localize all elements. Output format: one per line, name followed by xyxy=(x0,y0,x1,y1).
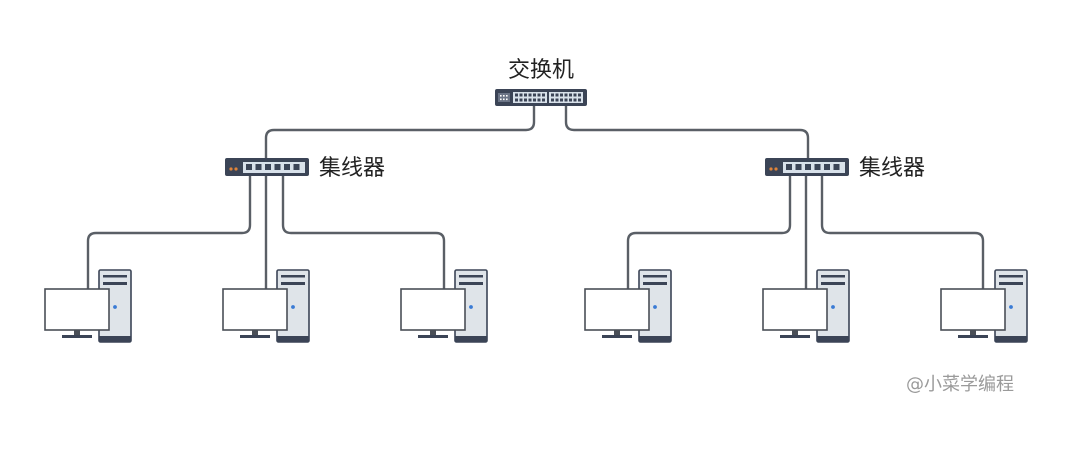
network-switch-icon xyxy=(495,89,587,106)
watermark: @小菜学编程 xyxy=(906,374,1014,395)
switch-label: 交换机 xyxy=(508,58,574,83)
cable-hub-right-to-pc-6 xyxy=(820,174,985,293)
cable-hub-left-to-pc-3 xyxy=(281,174,446,293)
hub-right: 集线器 xyxy=(765,156,925,181)
cable-switch-to-hub-right xyxy=(564,104,810,160)
hub-left: 集线器 xyxy=(225,156,385,181)
network-switch: 交换机 xyxy=(495,58,587,106)
hub-label: 集线器 xyxy=(319,156,385,181)
cable-switch-to-hub-left xyxy=(264,104,536,160)
cables xyxy=(86,104,985,293)
hub-label: 集线器 xyxy=(859,156,925,181)
computers xyxy=(44,269,1028,343)
cable-hub-right-to-pc-4 xyxy=(626,174,792,293)
hub-icon xyxy=(225,158,309,176)
hub-icon xyxy=(765,158,849,176)
cable-hub-left-to-pc-1 xyxy=(86,174,252,293)
